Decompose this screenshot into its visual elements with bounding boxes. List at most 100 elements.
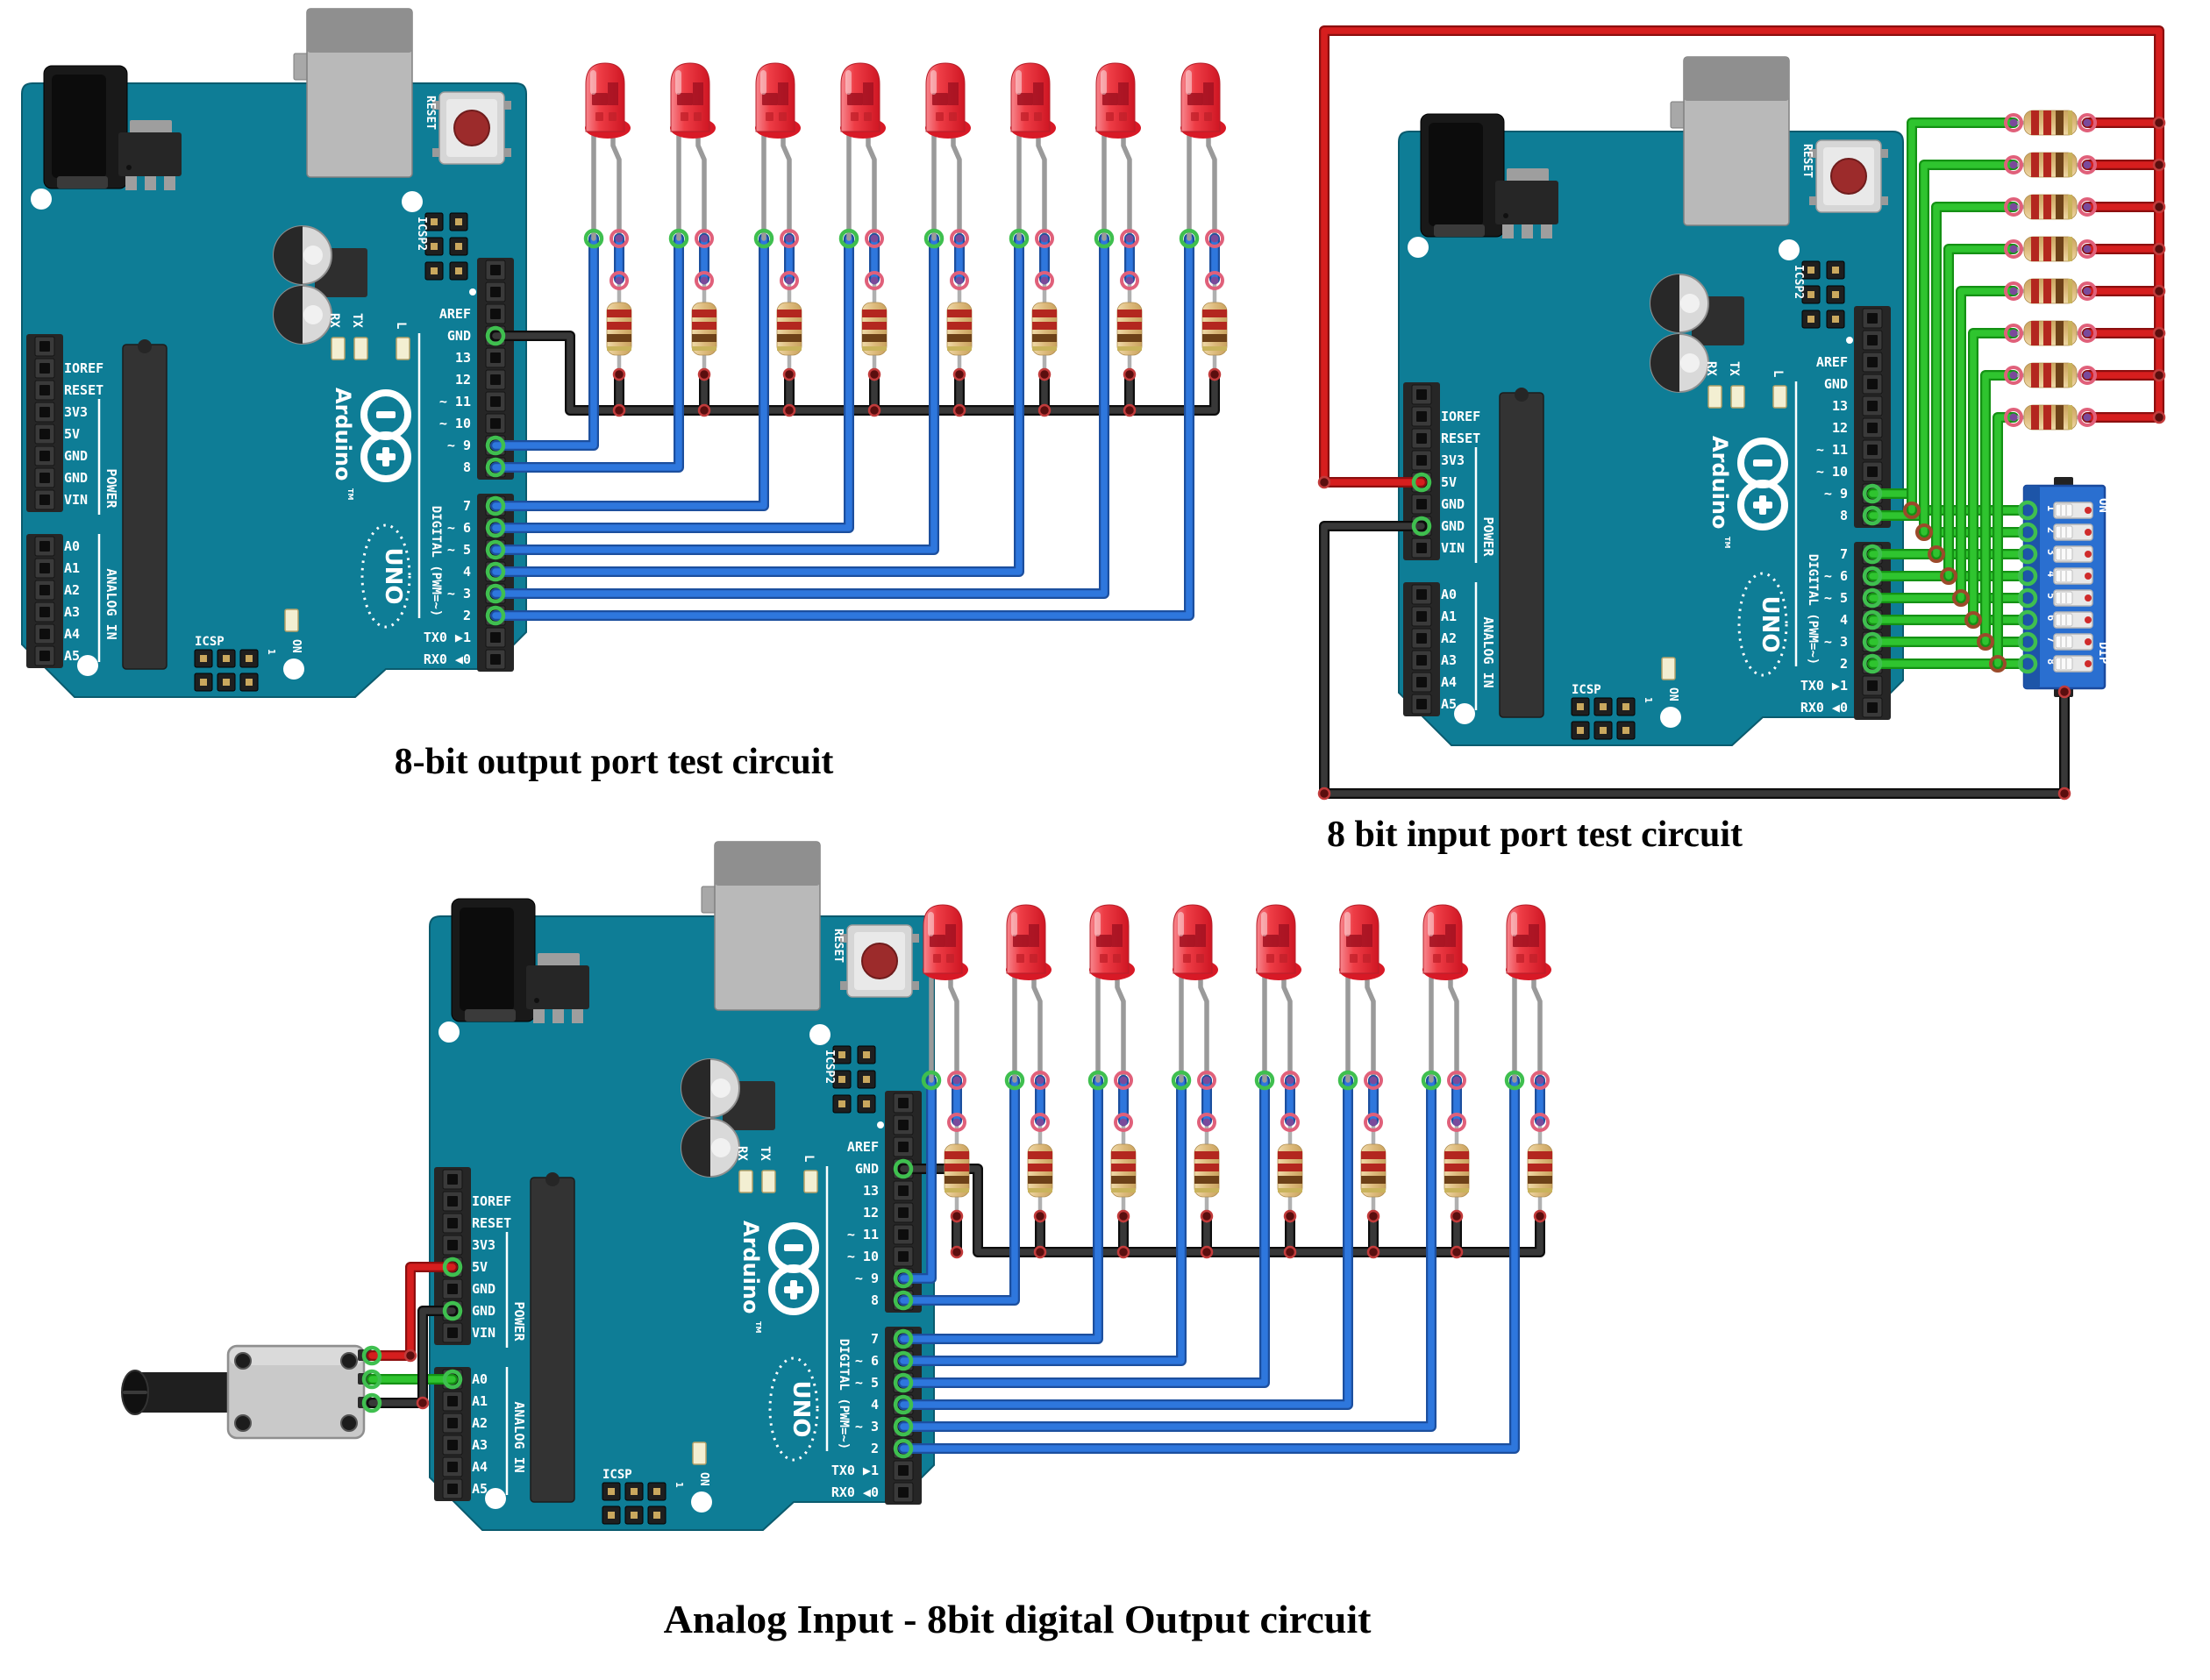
atmega-chip [530,1172,575,1503]
svg-text:~ 10: ~ 10 [439,416,471,431]
wire-digital-4 [490,233,1024,577]
svg-text:3V3: 3V3 [472,1237,495,1253]
svg-text:A2: A2 [64,582,80,598]
svg-text:7: 7 [463,498,471,514]
svg-text:~ 10: ~ 10 [847,1249,879,1264]
wire-digital-~3 [898,1075,1436,1432]
svg-text:5: 5 [2045,593,2057,599]
capacitor [681,1058,740,1118]
svg-text:A3: A3 [64,604,80,620]
usb-connector [701,841,821,1011]
led-red-1 [585,62,631,241]
svg-text:~ 5: ~ 5 [447,542,471,558]
svg-text:1: 1 [266,649,277,655]
wire-digital-~9 [490,233,599,451]
resistor-6 [1360,1118,1387,1223]
svg-text:RESET: RESET [1441,431,1480,446]
svg-text:IOREF: IOREF [472,1193,511,1209]
svg-text:A4: A4 [472,1459,488,1475]
svg-text:8: 8 [2045,658,2057,665]
svg-text:ICSP2: ICSP2 [823,1050,836,1084]
svg-text:POWER: POWER [103,468,119,509]
icsp2-header [1801,260,1845,329]
svg-text:TX0 ▶1: TX0 ▶1 [831,1463,879,1478]
svg-text:~ 11: ~ 11 [439,394,471,409]
svg-text:GND: GND [447,328,471,344]
svg-text:GND: GND [64,448,88,464]
svg-text:L: L [394,322,408,329]
svg-text:TX: TX [1727,361,1741,376]
svg-text:ICSP2: ICSP2 [415,217,428,251]
svg-text:A4: A4 [1441,674,1457,690]
svg-text:7: 7 [1840,546,1848,562]
wire-digital-4 [898,1075,1353,1410]
svg-text:TX: TX [350,313,364,328]
resistor-4 [1194,1118,1220,1223]
svg-text:UNO: UNO [1757,596,1783,653]
svg-text:L: L [1771,370,1785,377]
resistor-3 [776,276,802,381]
svg-text:4: 4 [463,564,471,580]
svg-text:2: 2 [2045,527,2057,533]
svg-text:2: 2 [463,608,471,623]
resistor-4 [861,276,888,381]
resistor-1 [944,1118,970,1223]
arduino-logo [1737,438,1788,530]
dc-power-jack [43,65,128,189]
svg-text:Arduino: Arduino [738,1221,763,1313]
svg-text:TM: TM [346,488,354,500]
led-red-3 [1089,904,1135,1083]
svg-text:ANALOG IN: ANALOG IN [511,1401,527,1472]
resistor-pullup-3 [2011,194,2090,220]
svg-text:1: 1 [2045,505,2057,511]
svg-text:~ 6: ~ 6 [1824,568,1848,584]
led-red-7 [1422,904,1468,1083]
svg-text:RESET: RESET [424,96,437,130]
usb-connector [1670,56,1790,226]
svg-text:GND: GND [472,1281,495,1297]
svg-text:RESET: RESET [472,1215,511,1231]
svg-text:8: 8 [463,459,471,475]
wire-pullup-1 [1907,117,2019,516]
svg-text:GND: GND [472,1303,495,1319]
svg-text:~ 6: ~ 6 [855,1353,879,1369]
wire-digital-8 [490,233,684,473]
led-red-7 [1095,62,1141,241]
svg-text:UNO: UNO [788,1381,814,1438]
svg-text:RX0 ◀0: RX0 ◀0 [424,651,471,667]
svg-text:3V3: 3V3 [1441,452,1465,468]
resistor-8 [1527,1118,1553,1223]
svg-text:7: 7 [871,1331,879,1347]
dip-slider-2 [2053,523,2093,541]
wire-digital-~5 [898,1075,1270,1388]
svg-text:4: 4 [1840,612,1848,628]
svg-text:RESET: RESET [831,929,845,963]
resistor-7 [1444,1118,1470,1223]
resistor-pullup-8 [2011,404,2090,431]
resistor-2 [1027,1118,1053,1223]
svg-text:1: 1 [674,1482,685,1488]
svg-text:5V: 5V [64,426,80,442]
voltage-regulator [118,120,182,190]
arduino-logo [360,389,411,482]
led-red-6 [1010,62,1056,241]
resistor-pullup-4 [2011,236,2090,262]
reset-button [432,91,511,165]
svg-text:ANALOG IN: ANALOG IN [1480,616,1496,687]
svg-text:~ 3: ~ 3 [855,1419,879,1434]
svg-text:A2: A2 [472,1415,488,1431]
svg-text:3V3: 3V3 [64,404,88,420]
svg-text:A5: A5 [64,648,80,664]
icsp2-header [832,1045,876,1114]
led-red-8 [1506,904,1551,1083]
led-red-4 [840,62,886,241]
svg-text:AREF: AREF [439,306,471,322]
svg-text:GND: GND [1441,518,1465,534]
dip-slider-7 [2053,633,2093,651]
icsp2-header [424,212,468,281]
